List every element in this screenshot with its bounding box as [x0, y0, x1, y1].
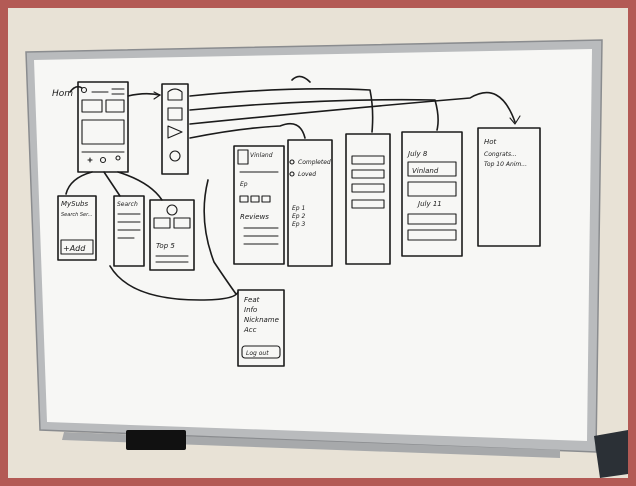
settings-item-4: Acc: [243, 326, 257, 334]
profile-line: Search Ser...: [61, 212, 93, 218]
add-button-label: +Add: [63, 244, 86, 253]
logout-button-label: Log out: [246, 350, 269, 357]
feed-line-1: Congrats...: [484, 151, 517, 158]
search-label: Search: [117, 201, 138, 208]
wall-bin: [594, 430, 628, 478]
settings-item-1: Feat: [244, 296, 260, 304]
calendar-date-1: July 8: [406, 150, 428, 158]
ep-item-2: Ep 2: [292, 213, 306, 220]
settings-item-2: Info: [244, 306, 257, 314]
eraser: [126, 430, 186, 450]
completed-label: Completed: [298, 159, 331, 166]
feed-line-2: Top 10 Anim...: [484, 161, 527, 168]
calendar-show: Vinland: [412, 167, 439, 175]
home-label: Hom: [52, 89, 73, 99]
series-title: Vinland: [250, 152, 273, 159]
series-ep: Ep: [240, 181, 248, 188]
ep-item-3: Ep 3: [292, 221, 306, 228]
feed-title: Hot: [484, 138, 497, 146]
ep-item-1: Ep 1: [292, 205, 305, 212]
loved-label: Loved: [298, 171, 316, 178]
reviews-label: Reviews: [240, 213, 269, 221]
settings-item-3: Nickname: [244, 316, 279, 324]
top5-label: Top 5: [156, 242, 175, 250]
calendar-date-2: July 11: [416, 200, 442, 208]
profile-title: MySubs: [61, 200, 89, 208]
